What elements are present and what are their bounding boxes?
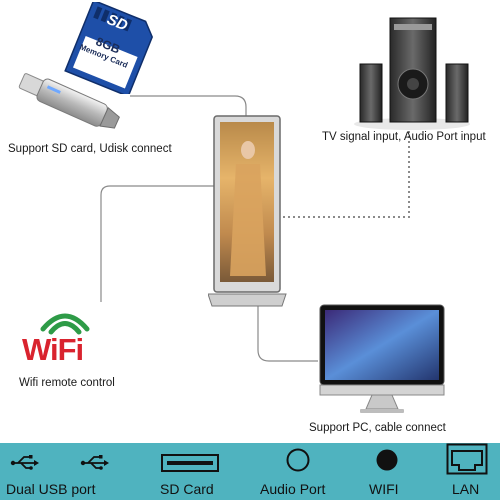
port-label-lan: LAN <box>452 481 480 497</box>
usb-icon <box>10 455 39 470</box>
sd-card-image <box>64 2 154 94</box>
display-kiosk-image <box>208 115 287 307</box>
wifi-port-icon <box>376 449 398 471</box>
wifi-remote-label: Wifi remote control <box>19 377 115 389</box>
wifi-logo-text: WiFi <box>22 332 84 367</box>
speakers-image <box>354 17 470 130</box>
monitor-image <box>319 304 445 413</box>
pc-cable-label: Support PC, cable connect <box>309 422 446 434</box>
port-label-wifi: WIFI <box>369 481 399 497</box>
port-label-usb: Dual USB port <box>6 481 96 497</box>
tv-audio-input-label: TV signal input, Audio Port input <box>322 131 486 143</box>
wifi-signal-icon <box>40 313 90 335</box>
audio-port-icon <box>286 448 310 472</box>
port-label-sd: SD Card <box>160 481 214 497</box>
usb-drive-image <box>18 73 120 129</box>
port-label-audio: Audio Port <box>260 481 326 497</box>
lan-port-icon <box>446 443 488 475</box>
storage-support-label: Support SD card, Udisk connect <box>8 143 172 155</box>
port-legend-bar: Dual USB port SD Card Audio Port WIFI LA… <box>0 443 500 500</box>
sd-slot-icon <box>161 454 219 472</box>
usb-icon <box>80 455 109 470</box>
